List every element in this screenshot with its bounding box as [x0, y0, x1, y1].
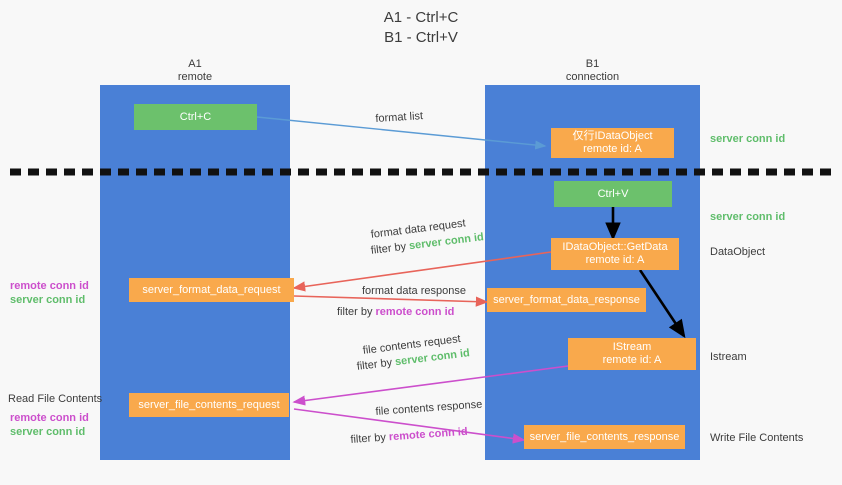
node-idataobject[interactable]: 仅行IDataObject remote id: A — [551, 128, 674, 158]
label-istream: Istream — [710, 351, 747, 363]
filter-by-text-1: filter by — [370, 240, 410, 257]
label-remote-conn-id-left-top: remote conn id — [10, 280, 89, 292]
node-server-format-data-request[interactable]: server_format_data_request — [129, 278, 294, 302]
filter-by-text-3: filter by — [356, 356, 396, 373]
node-istream[interactable]: IStream remote id: A — [568, 338, 696, 370]
page-title: A1 - Ctrl+C B1 - Ctrl+V — [383, 9, 459, 46]
label-write-file-contents: Write File Contents — [710, 432, 804, 444]
label-data-object: DataObject — [710, 246, 766, 258]
annotation-filter-format-data-response: filter by remote conn id — [337, 305, 454, 320]
node-getdata[interactable]: IDataObject::GetData remote id: A — [551, 238, 679, 270]
remote-conn-id-text-2: remote conn id — [375, 306, 455, 318]
filter-by-text-4: filter by — [350, 431, 390, 446]
node-ctrl-v[interactable]: Ctrl+V — [554, 181, 672, 207]
node-server-file-contents-response[interactable]: server_file_contents_response — [524, 425, 685, 449]
label-remote-conn-id-left-bottom: remote conn id — [10, 412, 89, 424]
label-server-conn-id-mid: server conn id — [710, 211, 786, 223]
lane-header-a1: A1 remote — [177, 58, 213, 83]
node-ctrl-c[interactable]: Ctrl+C — [134, 104, 257, 130]
annotation-file-contents-response: file contents response — [375, 398, 483, 418]
annotation-filter-file-contents-response: filter by remote conn id — [350, 425, 468, 448]
label-read-file-contents: Read File Contents — [8, 393, 103, 405]
label-server-conn-id-top: server conn id — [710, 133, 786, 145]
annotation-format-data-response: format data response — [362, 285, 466, 297]
label-server-conn-id-left-bottom: server conn id — [10, 426, 86, 438]
lane-header-b1: B1 connection — [565, 58, 620, 83]
filter-by-text-2: filter by — [337, 306, 376, 318]
node-server-file-contents-request[interactable]: server_file_contents_request — [129, 393, 289, 417]
annotation-format-list: format list — [375, 110, 424, 125]
node-server-format-data-response[interactable]: server_format_data_response — [487, 288, 646, 312]
remote-conn-id-text-4: remote conn id — [388, 425, 468, 444]
label-server-conn-id-left-top: server conn id — [10, 294, 86, 306]
